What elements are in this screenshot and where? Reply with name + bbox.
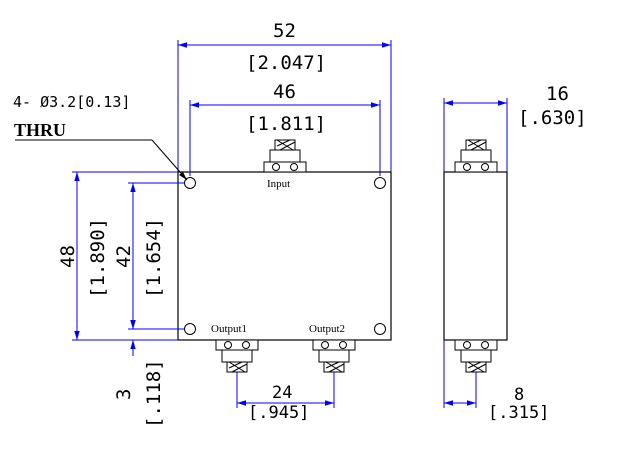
side-bottom-connector (454, 339, 498, 373)
dim-edge-offset-in: [.118] (143, 359, 165, 428)
dim-edge-offset-mm: 3 (113, 389, 135, 400)
mounting-hole-top-right (374, 177, 386, 189)
dim-connector-offset-mm: 8 (514, 385, 524, 405)
output2-connector (312, 339, 356, 373)
dim-thickness-mm: 16 (546, 83, 569, 105)
dim-hole-height-in: [1.654] (143, 218, 165, 298)
dim-overall-height-in: [1.890] (87, 218, 109, 298)
front-view-body (177, 171, 392, 341)
dim-hole-height-mm: 42 (113, 245, 135, 268)
dim-output-spacing-in: [.945] (248, 403, 309, 423)
dim-overall-width-mm: 52 (273, 20, 296, 42)
mounting-hole-bottom-right (374, 323, 386, 335)
mounting-hole-top-left (184, 177, 196, 189)
side-top-connector (454, 139, 498, 173)
dim-connector-offset-in: [.315] (488, 403, 549, 423)
dim-hole-width-mm: 46 (273, 81, 296, 103)
hole-callout-thru: THRU (14, 120, 66, 140)
dim-hole-width-in: [1.811] (246, 113, 326, 135)
output1-port-label: Output1 (211, 323, 247, 335)
dim-thickness-in: [.630] (518, 107, 587, 129)
input-connector (263, 139, 307, 173)
output2-port-label: Output2 (309, 323, 345, 335)
output1-connector (215, 339, 259, 373)
mounting-hole-bottom-left (184, 323, 196, 335)
hole-callout-spec: 4- Ø3.2[0.13] (13, 93, 130, 111)
side-view-body (443, 171, 508, 341)
hole-callout-leader (15, 139, 188, 181)
dim-overall-height-mm: 48 (57, 245, 79, 268)
dim-overall-width-in: [2.047] (246, 52, 326, 74)
input-port-label: Input (267, 178, 290, 190)
dim-output-spacing-mm: 24 (272, 383, 292, 403)
